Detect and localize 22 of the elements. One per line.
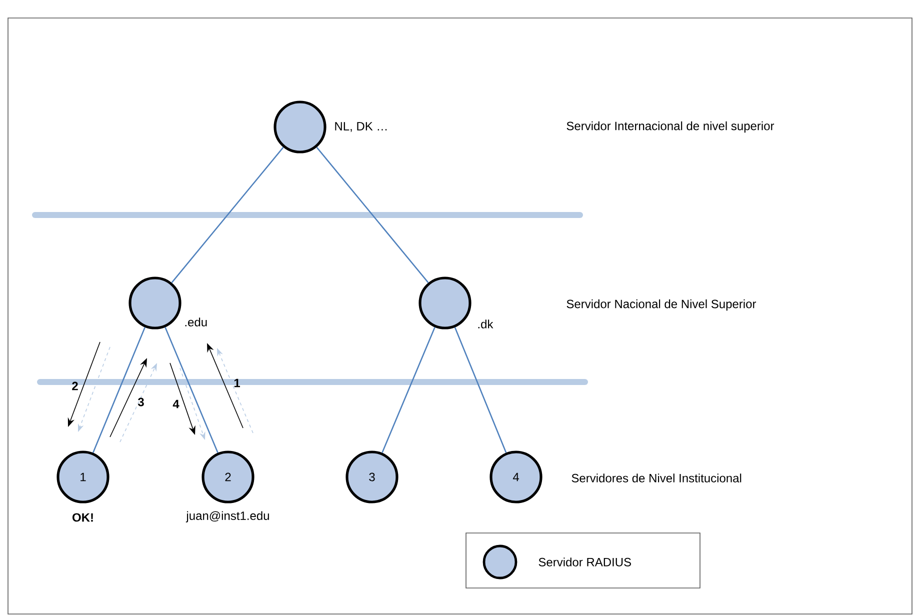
connector-line [382, 327, 436, 453]
legend-text: Servidor RADIUS [538, 558, 631, 566]
node-caption: .dk [478, 320, 494, 328]
level-label: Servidor Internacional de nivel superior [566, 121, 774, 133]
server-circle [274, 100, 326, 154]
node-caption: OK! [72, 513, 93, 522]
node-caption: .edu [185, 318, 207, 326]
step-number: 4 [172, 400, 180, 408]
connector-line [454, 327, 507, 453]
level-label: Servidores de Nivel Institucional [572, 474, 742, 482]
connector-line [171, 146, 284, 284]
server-circle [128, 276, 182, 330]
connector-line [316, 146, 429, 284]
connector-line [92, 327, 146, 453]
connector-line [164, 327, 218, 453]
node-caption: NL, DK … [335, 122, 387, 132]
server-circle [418, 276, 472, 330]
step-number: 3 [138, 398, 144, 406]
step-number: 2 [72, 382, 78, 390]
step-number: 1 [234, 378, 240, 388]
node-caption: juan@inst1.edu [186, 511, 269, 522]
level-label: Servidor Nacional de Nivel Superior [566, 299, 756, 311]
